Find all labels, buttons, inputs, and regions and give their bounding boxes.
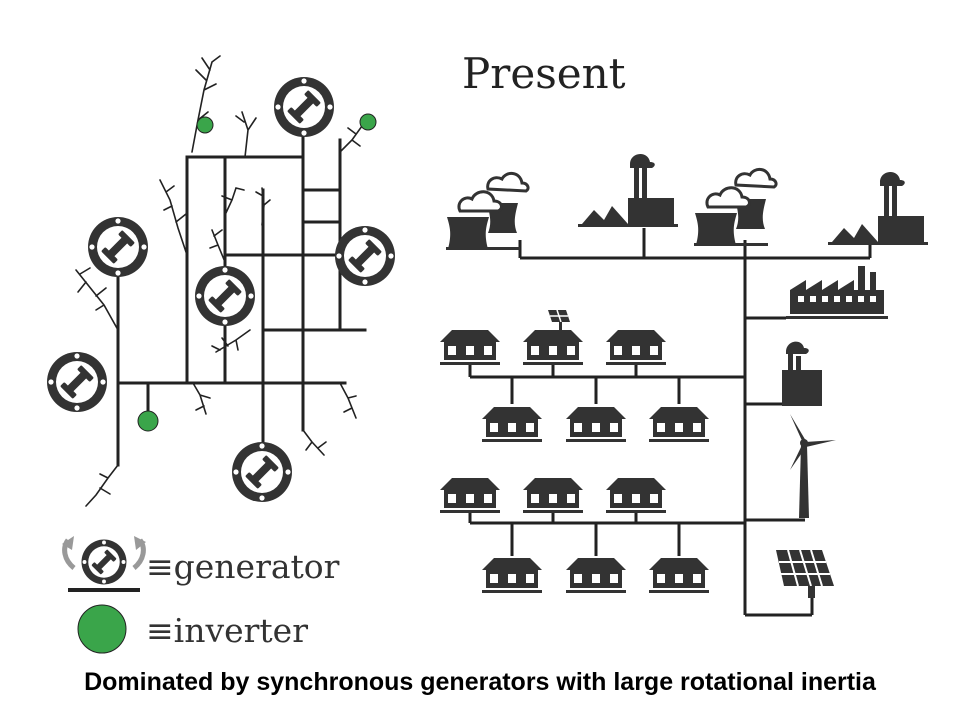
house-icon	[482, 558, 542, 593]
legend-inverter-symbol	[77, 604, 127, 654]
present-grid-lines	[468, 228, 872, 617]
house-icon	[523, 478, 583, 513]
solar-panel-icon	[776, 549, 834, 598]
wind-turbine-icon	[790, 414, 836, 518]
distribution-branches	[75, 55, 363, 507]
nuclear-plant-icon	[444, 171, 530, 252]
generator-node	[88, 217, 148, 277]
house-icon	[440, 330, 500, 365]
house-icon	[649, 558, 709, 593]
inverter-node	[196, 116, 214, 134]
generator-node	[335, 226, 395, 286]
house-icon	[649, 407, 709, 442]
generator-node	[232, 442, 292, 502]
caption: Dominated by synchronous generators with…	[84, 668, 876, 696]
house-icon	[606, 330, 666, 365]
small-plant-icon	[782, 341, 822, 406]
inverter-node	[137, 410, 159, 432]
generator-node	[47, 352, 107, 412]
nuclear-plant-icon	[692, 167, 778, 248]
coal-plant-icon	[828, 171, 928, 245]
factory-icon	[786, 266, 888, 319]
house-icon	[440, 478, 500, 513]
section-title: Present	[462, 49, 626, 98]
solar-panel-icon	[548, 309, 570, 330]
generator-node	[274, 77, 334, 137]
house-icon	[482, 407, 542, 442]
generator-node	[195, 266, 255, 326]
legend-generator-symbol	[81, 539, 127, 585]
inverter-node	[359, 113, 377, 131]
coal-plant-icon	[578, 153, 678, 227]
legend-generator-label: ≡generator	[146, 547, 340, 586]
house-icon	[566, 407, 626, 442]
house-icon	[606, 478, 666, 513]
house-icon	[566, 558, 626, 593]
legend: ≡generator ≡inverter	[62, 536, 340, 654]
legend-inverter-label: ≡inverter	[146, 611, 308, 650]
house-icon	[523, 330, 583, 365]
